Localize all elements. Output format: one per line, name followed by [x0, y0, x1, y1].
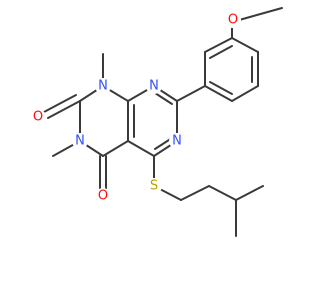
bond-c4-c4a	[102, 140, 129, 157]
bond-ph-3-4	[231, 37, 259, 53]
atom-label-n: N	[98, 79, 108, 94]
molecule-structure-diagram: O O O N N N N S	[30, 7, 283, 237]
bond-ph-2-3	[204, 37, 233, 53]
bond-ch2-ch	[208, 185, 237, 201]
bond-layer	[43, 7, 283, 237]
bond-ph-5-6	[231, 85, 259, 102]
atom-o-carbonyl-2: O	[30, 109, 46, 125]
atom-s-thioether: S	[146, 178, 162, 194]
bond-ph-2-3-double	[209, 45, 233, 59]
atom-label-o: O	[33, 110, 43, 125]
atom-o-methoxy: O	[225, 12, 241, 28]
atom-label-o: O	[98, 189, 108, 204]
atom-label-o: O	[228, 13, 238, 28]
bond-c7-phenyl	[176, 85, 206, 102]
bond-ch-methyl-top	[235, 185, 264, 201]
bond-c2-o-b	[43, 94, 77, 113]
atom-label-n: N	[172, 134, 182, 149]
atom-label-s: S	[150, 179, 158, 194]
bond-c5-c4a	[127, 140, 155, 157]
bond-ph-6-1-double	[209, 81, 233, 95]
atom-n6: N	[169, 133, 185, 149]
atom-n1: N	[95, 78, 111, 94]
atom-label-layer: O O O N N N N S	[30, 12, 241, 204]
bond-ph-6-1	[204, 85, 233, 102]
atom-label-n: N	[75, 134, 85, 149]
bond-c2-o-a	[47, 100, 81, 119]
bond-n8-c7-double	[154, 92, 173, 105]
bond-ch2-ch2	[180, 185, 210, 201]
atom-n8: N	[146, 78, 162, 94]
atom-o-carbonyl-4: O	[95, 188, 111, 204]
atom-label-n: N	[149, 79, 159, 94]
atom-n3: N	[72, 133, 88, 149]
